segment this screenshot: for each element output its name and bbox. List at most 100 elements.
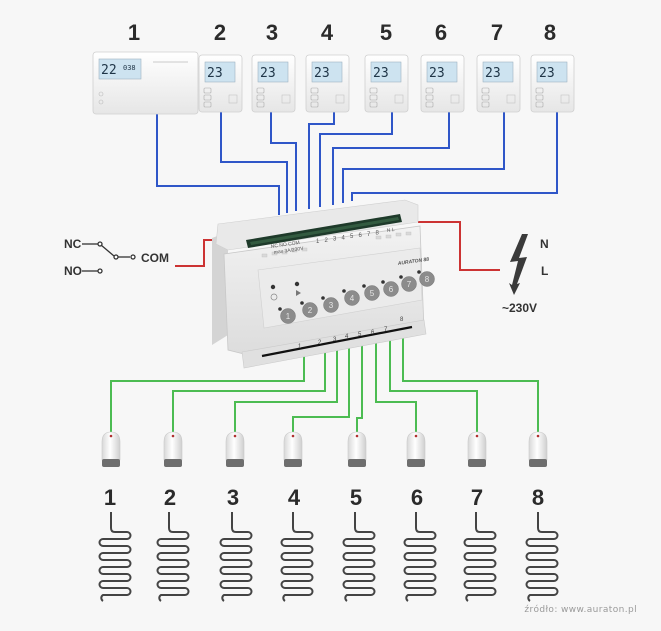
thermostat-button[interactable]: [481, 87, 490, 94]
thermostat-button[interactable]: [203, 87, 212, 94]
thermostat-8: 23: [530, 54, 575, 113]
thermostat-button[interactable]: [310, 94, 319, 101]
neutral-label: N: [540, 237, 549, 251]
thermostat-button[interactable]: [98, 99, 104, 105]
no-label: NO: [64, 264, 82, 278]
thermostat-button[interactable]: [394, 94, 404, 104]
actuator-3: [225, 431, 245, 467]
thermostat-button[interactable]: [256, 94, 265, 101]
thermostat-display: [426, 61, 458, 83]
heating-loop-8: [525, 512, 559, 602]
module-button-1[interactable]: 1: [278, 307, 296, 324]
module-button-label: 3: [329, 301, 334, 310]
source-credit: źródło: www.auraton.pl: [524, 605, 637, 615]
module-button-3[interactable]: 3: [321, 296, 339, 313]
thermostat-display: [536, 61, 568, 83]
nc-label: NC: [64, 237, 82, 251]
heating-loop-1: [98, 512, 132, 602]
thermostat-display: [204, 61, 236, 83]
thermostat-button[interactable]: [256, 87, 265, 94]
actuator-indicator: [291, 434, 295, 438]
output-terminal-number: 5: [358, 332, 362, 338]
thermostat-button[interactable]: [310, 87, 319, 94]
lightning-bolt-icon: [509, 234, 528, 295]
live-label: L: [541, 264, 548, 278]
thermostat-button[interactable]: [369, 94, 378, 101]
module-button-2[interactable]: 2: [300, 301, 318, 318]
module-button-7[interactable]: 7: [399, 275, 417, 292]
thermostat-button[interactable]: [450, 94, 460, 104]
wire-thermostat-1: [156, 112, 280, 215]
thermostat-button[interactable]: [256, 101, 265, 108]
wire-power: [418, 221, 500, 271]
wire-actuator-5: [356, 341, 363, 432]
display-temperature: 23: [260, 66, 276, 81]
thermostat-display: [257, 61, 289, 83]
module-button-label: 7: [407, 280, 412, 289]
thermostat-button[interactable]: [481, 101, 490, 108]
thermostat-button[interactable]: [228, 94, 238, 104]
input-terminal-number: 4: [342, 235, 346, 241]
heating-loop-3: [219, 512, 253, 602]
thermostat-button[interactable]: [369, 101, 378, 108]
thermostat-display: [370, 61, 402, 83]
actuator-body: [283, 431, 303, 461]
module-button-label: 5: [370, 289, 375, 298]
thermostat-button[interactable]: [203, 101, 212, 108]
thermostat-button[interactable]: [535, 87, 544, 94]
thermostat-button[interactable]: [535, 94, 544, 101]
thermostat-button[interactable]: [425, 87, 434, 94]
power-terminal-label: N L: [386, 227, 395, 234]
pump-icon: [296, 290, 301, 296]
actuators: [101, 431, 548, 467]
thermostat-button[interactable]: [425, 94, 434, 101]
output-terminal-number: 2: [318, 340, 322, 346]
thermostat-numbers: 1 2 3 4 5 6 7 8: [128, 20, 556, 45]
thermostat-number-7: 7: [491, 20, 503, 45]
zone-led: [342, 289, 346, 293]
thermostat-button[interactable]: [335, 94, 345, 104]
thermostat-5: 23: [364, 54, 409, 113]
actuator-number-6: 6: [411, 485, 423, 510]
thermostat-button[interactable]: [369, 87, 378, 94]
heating-loop-7: [463, 512, 497, 602]
actuator-body: [528, 431, 548, 461]
actuator-body: [406, 431, 426, 461]
heating-loop-4: [280, 512, 314, 602]
module-button-6[interactable]: 6: [381, 280, 399, 297]
input-terminal-number: 1: [316, 239, 320, 245]
thermostat-button[interactable]: [481, 94, 490, 101]
thermostat-button[interactable]: [203, 94, 212, 101]
actuator-5: [347, 431, 367, 467]
thermostat-button[interactable]: [506, 94, 516, 104]
display-temperature: 23: [373, 66, 389, 81]
wire-actuator-7: [389, 335, 478, 432]
thermostat-display: [482, 61, 514, 83]
module-button-4[interactable]: 4: [342, 289, 360, 306]
thermostat-number-6: 6: [435, 20, 447, 45]
wire-thermostat-3: [270, 112, 297, 211]
actuator-number-8: 8: [532, 485, 544, 510]
display-temperature: 23: [429, 66, 445, 81]
input-terminal-number: 7: [367, 232, 371, 238]
actuator-indicator: [171, 434, 175, 438]
output-terminal-number: 7: [384, 327, 388, 333]
actuator-4: [283, 431, 303, 467]
thermostat-button[interactable]: [281, 94, 291, 104]
module-button-label: 1: [286, 312, 291, 321]
module-button-5[interactable]: 5: [362, 284, 380, 301]
actuator-numbers: 1 2 3 4 5 6 7 8: [104, 485, 544, 510]
actuator-indicator: [109, 434, 113, 438]
thermostat-button[interactable]: [560, 94, 570, 104]
actuator-8: [528, 431, 548, 467]
thermostat-button[interactable]: [98, 91, 104, 97]
thermostat-button[interactable]: [425, 101, 434, 108]
module-button-8[interactable]: 8: [417, 270, 435, 287]
zone-led: [381, 280, 385, 284]
thermostat-button[interactable]: [535, 101, 544, 108]
thermostat-display: [311, 61, 343, 83]
module-brand: AURATON 88: [396, 257, 429, 267]
thermostat-button[interactable]: [310, 101, 319, 108]
